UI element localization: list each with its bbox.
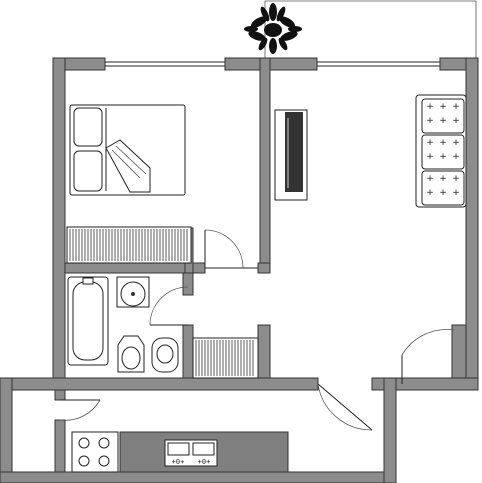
bedroom	[66, 104, 308, 264]
sofa-stud: +	[452, 174, 460, 184]
sink-bowl-left	[167, 442, 190, 456]
bathtub-faucet	[82, 277, 94, 285]
wardrobe-hatch	[69, 229, 188, 261]
bathroom	[67, 276, 179, 373]
pillow-bottom	[73, 150, 103, 192]
sofa-stud: +	[452, 116, 460, 126]
sofa-stud: +	[439, 174, 447, 184]
sofa-stud: +	[426, 188, 434, 198]
sofa-stud: +	[439, 188, 447, 198]
burner-3	[78, 455, 90, 467]
sofa-stud: +	[452, 188, 460, 198]
svg-text:+0+: +0+	[198, 458, 211, 466]
burner-4	[98, 455, 110, 467]
wall-kitchen-right	[383, 377, 397, 483]
closet	[192, 337, 259, 379]
wall-kitchen-top	[0, 377, 319, 391]
sofa-stud: +	[426, 152, 434, 162]
sofa-studs: + + + + + + + + + + + + + + + + + +	[426, 102, 460, 198]
bathtub-basin	[72, 281, 104, 361]
wall-kitchen-top-right	[371, 377, 479, 391]
sofa-stud: +	[439, 102, 447, 112]
hallway-closet	[192, 337, 259, 379]
wall-top-middle	[224, 57, 318, 71]
wall-kitchen-divider-bottom	[54, 419, 66, 473]
plant-icon	[244, 3, 302, 54]
sofa-stud: +	[439, 152, 447, 162]
pillow-top	[73, 107, 103, 147]
wall-kitchen-left	[0, 377, 13, 483]
sofa-stud: +	[426, 102, 434, 112]
wall-right	[465, 57, 479, 381]
door-kitchen	[317, 383, 373, 431]
stove	[71, 431, 119, 473]
sofa-cushion-2	[421, 134, 465, 170]
burner-1	[78, 437, 90, 449]
burner-2	[98, 437, 110, 449]
sink-bowl-right	[192, 442, 215, 456]
closet-hatch	[195, 340, 254, 376]
sofa-stud: +	[426, 174, 434, 184]
sofa-cushion-1	[421, 98, 465, 134]
sofa-stud: +	[439, 138, 447, 148]
wall-left	[52, 57, 66, 381]
sofa-cushion-3	[421, 170, 465, 206]
sofa-stud: +	[439, 116, 447, 126]
living-room: + + + + + + + + + + + + + + + + + +	[415, 94, 467, 208]
doors	[59, 229, 455, 431]
wall-kitchen-divider-top	[54, 389, 66, 401]
kitchen: +0+ +0+	[71, 431, 289, 473]
wall-divider	[259, 57, 271, 274]
sofa-stud: +	[452, 152, 460, 162]
wall-kitchen-bottom	[0, 471, 397, 483]
wall-bath-right-bottom	[182, 324, 194, 381]
wall-living-stub	[451, 324, 467, 381]
sofa-stud: +	[452, 138, 460, 148]
svg-text:+0+: +0+	[172, 458, 185, 466]
walls	[0, 57, 479, 483]
wall-bedroom-bottom	[64, 262, 206, 274]
wall-closet-right	[257, 324, 271, 381]
tv-icon	[285, 112, 303, 192]
sofa-stud: +	[426, 116, 434, 126]
sofa-stud: +	[452, 102, 460, 112]
wall-bath-right-top	[182, 272, 194, 296]
sofa-stud: +	[426, 138, 434, 148]
